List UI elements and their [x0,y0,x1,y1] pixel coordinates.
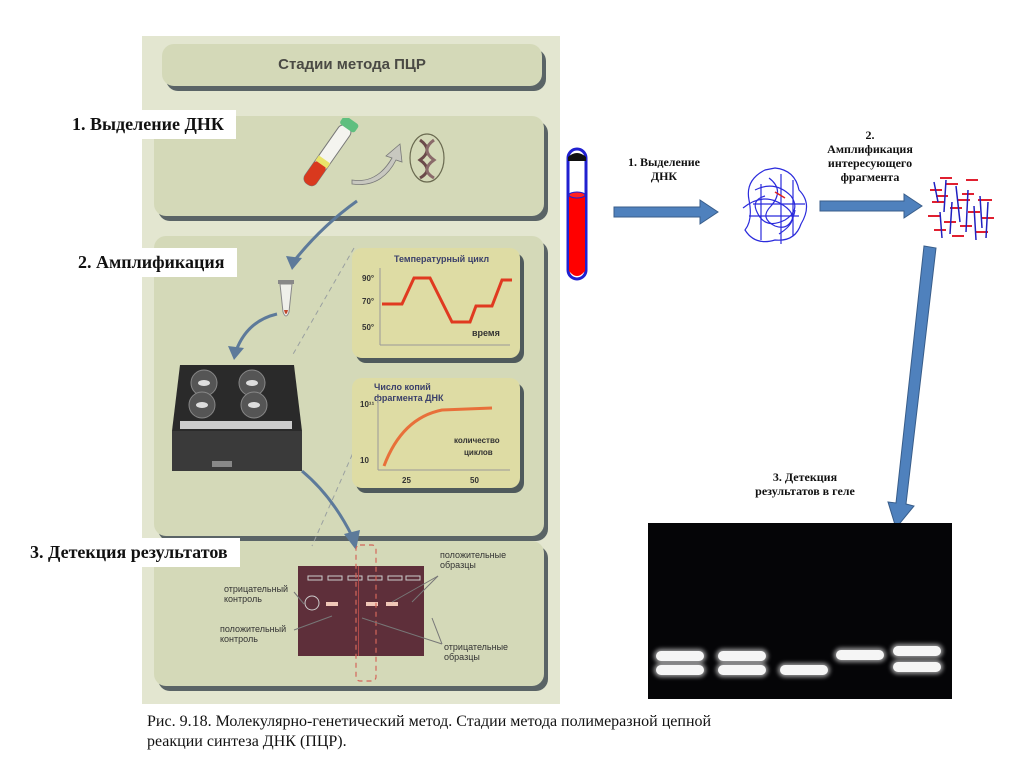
step2-line: Амплификация [827,142,913,156]
copies-tick-low: 10 [360,456,369,465]
dna-copies-chart: Число копий фрагмента ДНК 10¹¹ 10 количе… [352,378,520,488]
dna-helix-icon [409,133,445,183]
annotation-positive-control: положительный контроль [220,624,286,644]
annotation-text: положительные [440,550,507,560]
step1-line: ДНК [650,169,678,183]
temp-tick-70: 70° [362,297,375,306]
annotation-text: отрицательный [224,584,289,594]
connector-arrow-2 [228,312,278,360]
step3-line: результатов в геле [755,484,855,498]
gel-band [326,602,338,606]
schematic-gel [298,566,424,656]
figure-caption: Рис. 9.18. Молекулярно-генетический мето… [147,712,887,752]
dashed-highlight [355,544,377,682]
step1-line: 1. Выделение [628,155,700,169]
copies-x-label-1: количество [454,436,500,445]
title-card: Стадии метода ПЦР [162,44,542,86]
temperature-chart-title: Температурный цикл [394,254,490,264]
pcr-tube-icon [278,280,294,317]
annotation-positive-samples: положительные образцы [440,550,506,570]
arrow-step2 [819,193,923,219]
annotation-text: контроль [224,594,262,604]
step2-line: фрагмента [840,170,900,184]
gel-band [656,651,704,661]
step2-line: 2. [865,128,875,142]
gel-band [893,646,941,656]
dashed-guide-lines [292,247,357,547]
gel-band [836,650,884,660]
arrow-step1 [613,199,719,225]
blood-tube-to-dna-illustration [303,118,445,187]
panel-title: Стадии метода ПЦР [278,56,426,73]
step1-label: 1. Выделение ДНК [614,155,714,183]
copies-x-tick-25: 25 [402,476,411,485]
gel-band [656,665,704,675]
temp-x-label: время [472,328,500,338]
gel-band [718,651,766,661]
copies-chart-title-2: фрагмента ДНК [374,393,444,403]
step2-line: интересующего [827,156,913,170]
copies-curve [382,406,493,467]
gel-band [718,665,766,675]
gel-band [366,602,378,606]
connector-arrow-1 [286,199,358,270]
thermocycler-icon [172,365,302,471]
annotation-leader-lines [293,575,443,645]
temp-tick-50: 50° [362,323,375,332]
electrophoresis-gel-photo [648,523,952,699]
gel-band [780,665,828,675]
caption-line-2: реакции синтеза ДНК (ПЦР). [147,733,347,750]
sample-tube-icon [303,118,359,187]
gel-wells [307,575,421,581]
stage-label-2: 2. Амплификация [66,248,237,277]
temp-tick-90: 90° [362,274,375,283]
copies-chart-title-1: Число копий [374,382,431,392]
temperature-cycle-chart: Температурный цикл 90° 70° 50° время [352,248,520,358]
annotation-negative-control: отрицательный контроль [224,584,288,604]
step3-line: 3. Детекция [772,470,838,484]
dna-tangle-icon [742,167,808,244]
step3-label: 3. Детекция результатов в геле [740,470,870,498]
temperature-line [382,276,512,324]
step2-label: 2. Амплификация интересующего фрагмента [810,128,930,184]
stage-label-1: 1. Выделение ДНК [60,110,236,139]
arrow-step3 [887,245,937,530]
copies-x-tick-50: 50 [470,476,479,485]
annotation-text: образцы [444,652,480,662]
annotation-text: контроль [220,634,258,644]
blood-tube-icon [566,147,588,281]
amplified-fragments-icon [928,177,994,241]
curved-arrow-icon [351,143,403,185]
annotation-text: отрицательные [444,642,509,652]
annotation-negative-samples: отрицательные образцы [444,642,508,662]
annotation-text: образцы [440,560,476,570]
gel-band [893,662,941,672]
copies-x-label-2: циклов [464,448,493,457]
copies-tick-high: 10¹¹ [360,400,375,409]
connector-arrow-3 [301,469,360,550]
gel-band [386,602,398,606]
caption-line-1: Рис. 9.18. Молекулярно-генетический мето… [147,713,712,730]
annotation-text: положительный [220,624,287,634]
stage-label-3: 3. Детекция результатов [18,538,240,567]
